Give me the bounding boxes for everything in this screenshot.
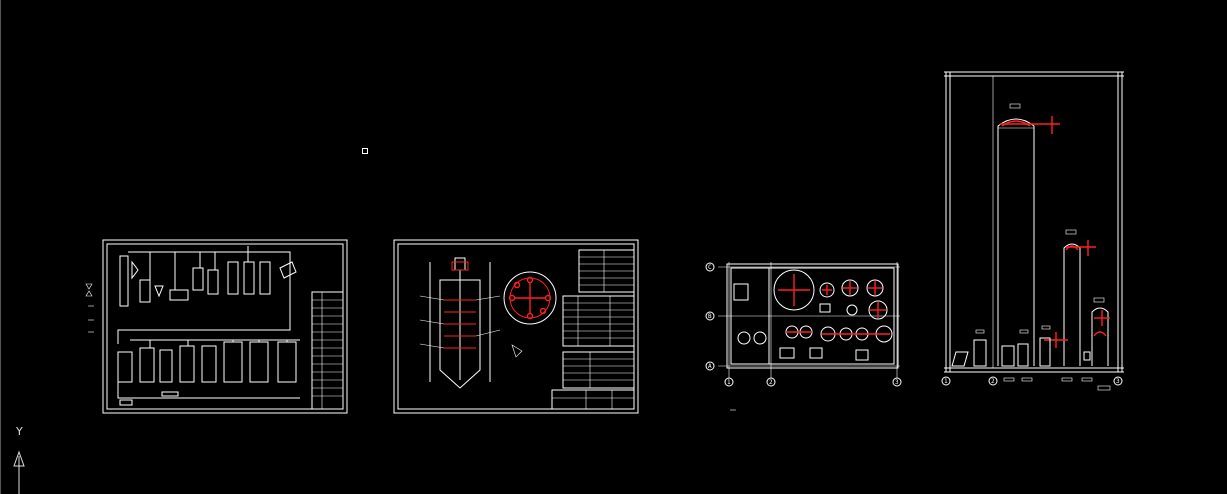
process-flow-diagram-sheet[interactable]: [85, 239, 348, 414]
grid-label-1: 1: [727, 379, 731, 386]
viewport-left-edge: [0, 0, 1, 494]
cursor-pickbox: [362, 148, 368, 154]
reactor-vessel-detail-sheet[interactable]: [393, 239, 639, 414]
ucs-icon: [13, 450, 25, 494]
grid-label-a: A: [708, 363, 712, 370]
grid-label-2: 2: [769, 379, 773, 386]
grid-label-b: B: [708, 313, 712, 320]
elevation-grid-label-3: 3: [1116, 378, 1120, 385]
elevation-grid-label-2: 2: [991, 378, 995, 385]
grid-label-3: 3: [895, 379, 899, 386]
elevation-grid-label-1: 1: [944, 378, 948, 385]
grid-label-c: C: [708, 264, 712, 271]
equipment-layout-plan-sheet[interactable]: C B A 1 2 3: [705, 262, 902, 411]
ucs-y-axis-label: Y: [16, 425, 23, 438]
equipment-elevation-sheet[interactable]: 1 2 3: [941, 71, 1124, 391]
